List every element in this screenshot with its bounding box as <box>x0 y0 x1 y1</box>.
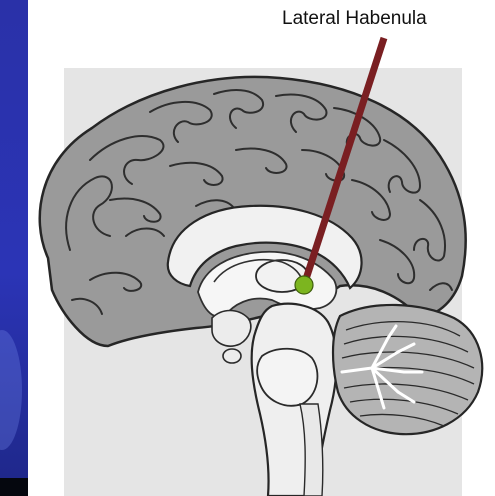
hypothalamus <box>212 311 251 347</box>
lateral-habenula-marker <box>295 276 313 294</box>
pituitary <box>223 349 241 363</box>
lateral-habenula-label: Lateral Habenula <box>282 8 427 30</box>
